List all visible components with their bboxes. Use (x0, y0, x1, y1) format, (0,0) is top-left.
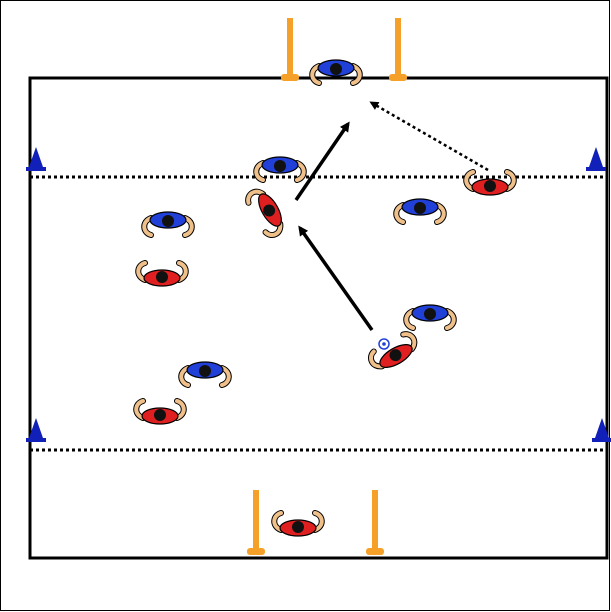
goal-post-icon (366, 490, 384, 555)
pitch-boundary (28, 76, 609, 560)
red-player-icon (133, 398, 187, 425)
blue-player-icon (309, 59, 363, 86)
blue-player-icon (393, 198, 447, 225)
blue-player-icon (403, 304, 457, 331)
red-player-icon (135, 260, 189, 287)
cone-icon (592, 418, 611, 442)
goal-post-icon (281, 18, 299, 81)
players-layer (133, 59, 517, 537)
blue-player-icon (253, 156, 307, 183)
cone-icon (26, 147, 46, 171)
goal-post-icon (247, 490, 265, 555)
pass-arrow (298, 225, 374, 332)
cone-icon (26, 418, 46, 442)
red-player-icon (271, 510, 325, 537)
blue-player-icon (141, 211, 195, 238)
red-player-icon (245, 188, 284, 238)
movement-arrow (369, 101, 489, 172)
goal-post-icon (389, 18, 407, 81)
pass-arrow (294, 121, 350, 201)
blue-player-icon (178, 361, 232, 388)
red-player-icon (463, 169, 517, 196)
red-player-icon (368, 331, 418, 370)
soccer-ball-icon (378, 338, 390, 350)
cone-icon (586, 147, 606, 171)
